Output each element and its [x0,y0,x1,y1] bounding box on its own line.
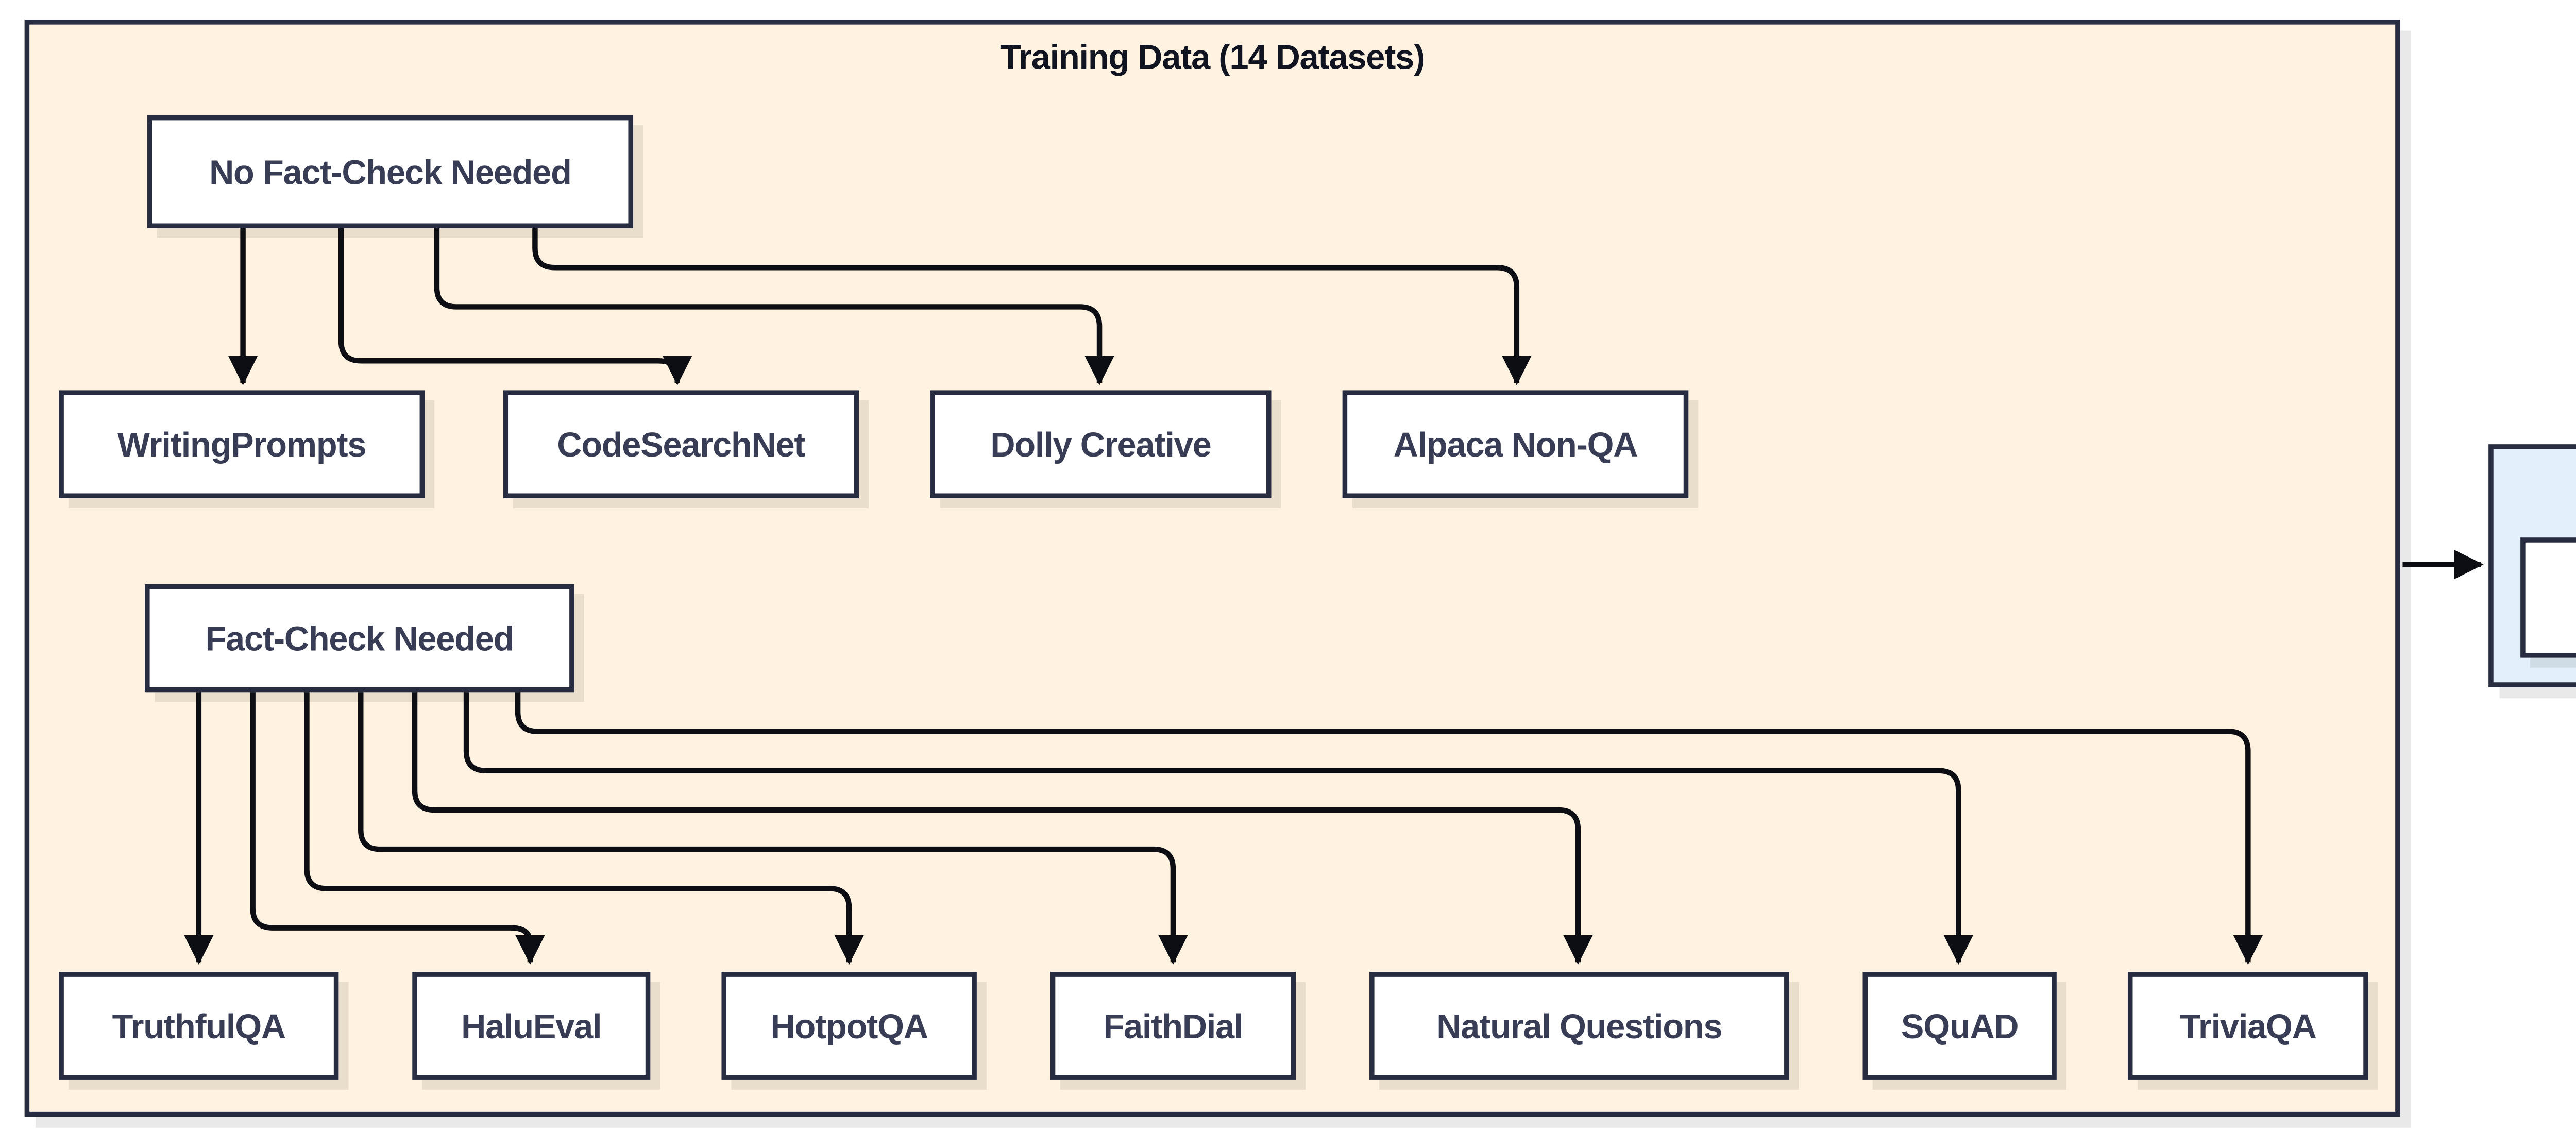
node-squad: SQuAD [1862,972,2057,1080]
node-label: No Fact-Check Needed [209,152,572,192]
node-truthfulqa: TruthfulQA [59,972,339,1080]
node-faithdial: FaithDial [1050,972,1296,1080]
node-label: HaluEval [461,1006,602,1046]
node-hotpotqa: HotpotQA [721,972,977,1080]
node-label: TriviaQA [2179,1006,2317,1046]
halugate-sentinel-title: HaluGate Sentinel [2494,462,2576,501]
node-label: Alpaca Non-QA [1393,425,1638,464]
node-label: TruthfulQA [112,1006,286,1046]
node-alpaca-non-qa: Alpaca Non-QA [1342,390,1689,498]
node-halueval: HaluEval [412,972,651,1080]
node-label: ModernBERT Base [2574,578,2576,617]
node-label: FaithDial [1103,1006,1243,1046]
node-label: CodeSearchNet [557,425,805,464]
node-dolly-creative: Dolly Creative [930,390,1272,498]
node-natural-questions: Natural Questions [1369,972,1789,1080]
node-label: SQuAD [1901,1006,2019,1046]
node-label: Natural Questions [1436,1006,1722,1046]
node-no-fact-check-needed: No Fact-Check Needed [147,115,633,229]
node-label: HotpotQA [770,1006,929,1046]
training-data-title: Training Data (14 Datasets) [1000,37,1425,76]
node-label: Fact-Check Needed [205,618,514,658]
node-label: WritingPrompts [117,425,366,464]
node-modernbert-base: ModernBERT Base [2520,537,2576,658]
node-triviaqa: TriviaQA [2127,972,2368,1080]
node-label: Dolly Creative [990,425,1211,464]
node-writingprompts: WritingPrompts [59,390,425,498]
node-codesearchnet: CodeSearchNet [503,390,859,498]
node-fact-check-needed: Fact-Check Needed [145,584,574,693]
